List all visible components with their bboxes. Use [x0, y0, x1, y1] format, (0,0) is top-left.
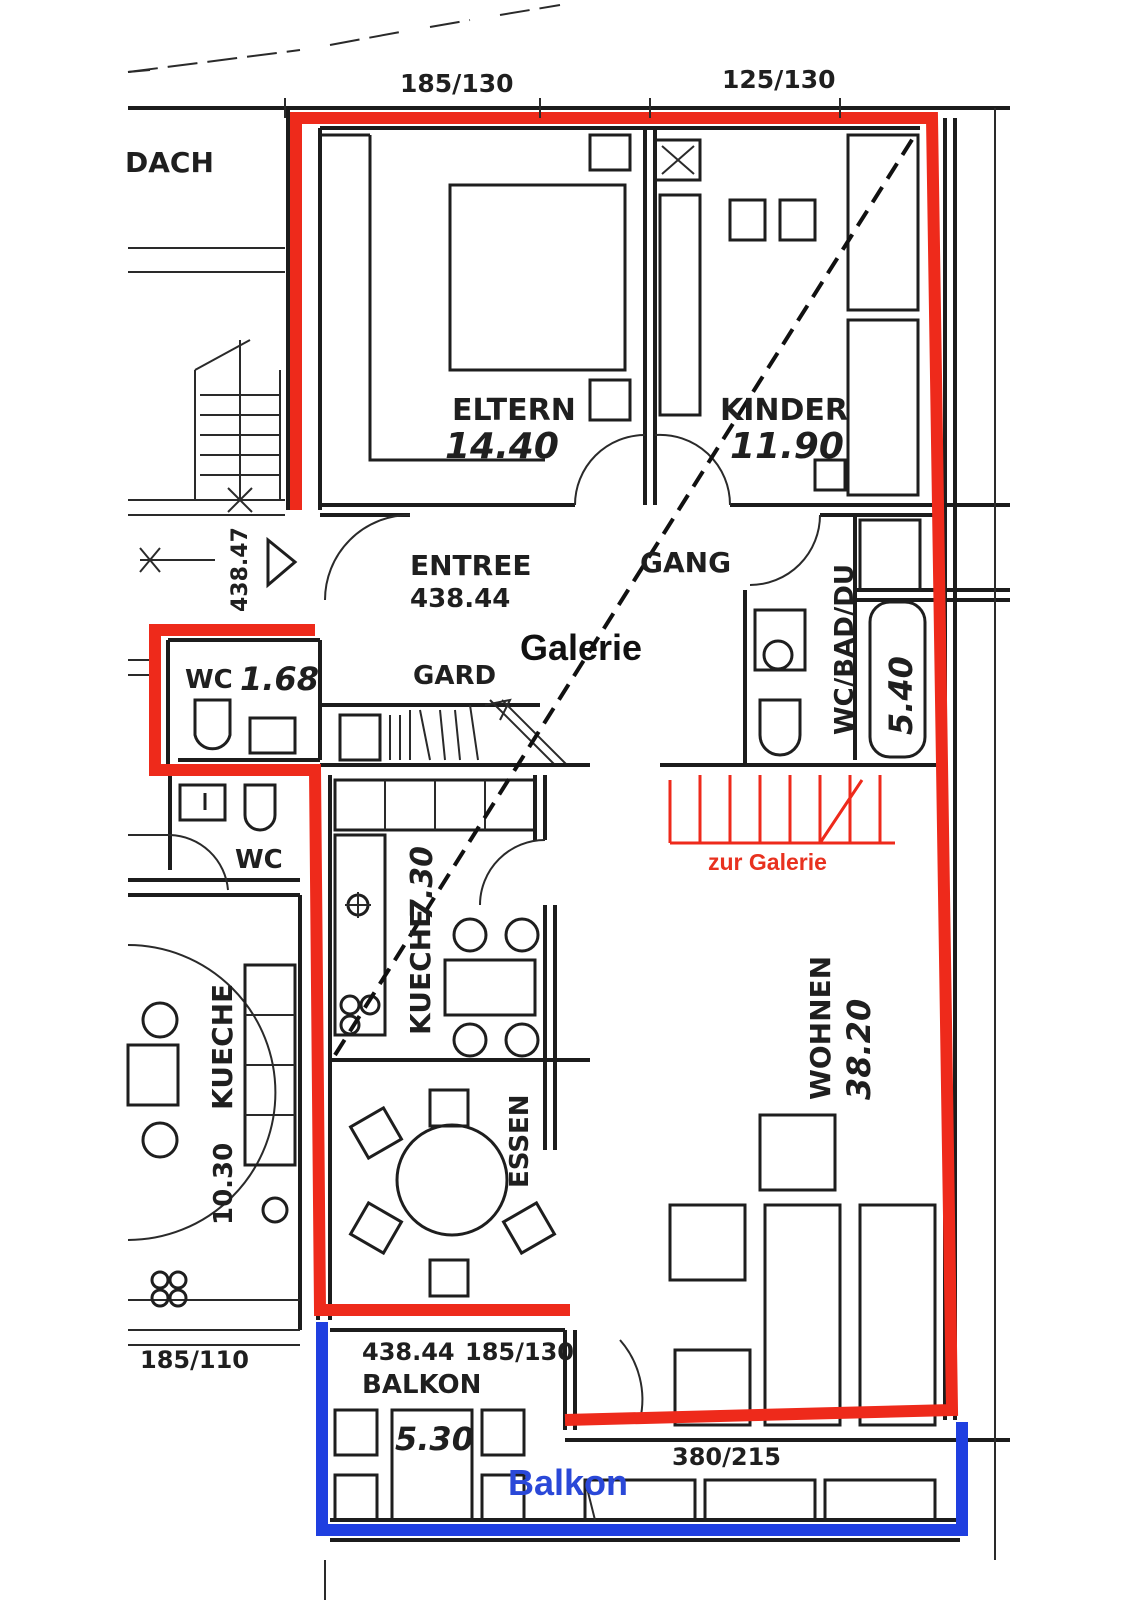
dim-balkon-b: 185/130 [465, 1338, 574, 1366]
sofa [858, 1203, 937, 1427]
label-kinder: KINDER [720, 393, 848, 428]
roof-lines [127, 4, 1010, 516]
furniture [126, 133, 937, 1522]
dining-table [395, 1123, 509, 1237]
dim-balkon-right: 380/215 [672, 1443, 781, 1471]
label-gard: GARD [413, 661, 496, 691]
doors [127, 433, 821, 1421]
labels: 185/130 125/130 DACH ELTERN 14.40 KINDER… [125, 65, 920, 1503]
dim-balkon-a: 438.44 [362, 1338, 455, 1366]
area-kueche-inner: 7.30 [405, 846, 440, 920]
label-wc-top: WC [185, 665, 233, 695]
chair-icon [428, 1088, 470, 1128]
armchair [758, 1113, 837, 1192]
annotation-galerie: Galerie [520, 627, 642, 668]
label-entree-code: 438.44 [410, 584, 510, 614]
stairwell [128, 339, 298, 676]
area-balkon: 5.30 [395, 1420, 474, 1458]
area-wc-bad-du: 5.40 [882, 656, 920, 735]
area-kueche-left: 10.30 [209, 1143, 239, 1225]
area-wohnen: 38.20 [840, 999, 878, 1100]
chair-icon [452, 917, 488, 953]
child-bed [658, 193, 702, 417]
outline-blue-balkon [316, 1322, 968, 1536]
galerie-diagonal [333, 133, 917, 1057]
annotation-zur-galerie: zur Galerie [708, 849, 827, 875]
table-icon [653, 138, 702, 182]
toilet-icon [243, 783, 277, 832]
toilet-icon [193, 698, 232, 751]
coffee-table [763, 1203, 842, 1427]
outline-red-lower [149, 624, 570, 1316]
double-bed [448, 183, 627, 372]
red-stair [668, 775, 895, 845]
dim-top-right: 125/130 [722, 65, 836, 94]
label-eltern: ELTERN [452, 393, 576, 428]
label-entree: ENTREE [410, 549, 531, 582]
label-wc-lower: WC [235, 845, 283, 875]
label-wohnen: WOHNEN [804, 956, 837, 1100]
label-gang: GANG [640, 546, 731, 579]
label-kueche-inner: KUECHE [404, 909, 437, 1035]
label-balkon: BALKON [362, 1370, 481, 1400]
label-dach: DACH [125, 146, 214, 179]
dimension-ticks [284, 98, 841, 118]
area-eltern: 14.40 [445, 426, 559, 467]
dim-top-left: 185/130 [400, 69, 514, 98]
outline-red-main [290, 112, 959, 1426]
area-kinder: 11.90 [730, 426, 844, 467]
label-wc-bad-du: WC/BAD/DU [830, 564, 860, 735]
bathtub-icon [868, 600, 927, 759]
table-icon [443, 958, 537, 1017]
toilet-icon [758, 698, 802, 757]
label-kueche-left: KUECHE [206, 984, 239, 1110]
balcony-table [390, 1408, 474, 1522]
dim-stair-vertical: 438.47 [228, 527, 253, 612]
area-wc-top: 1.68 [240, 660, 319, 698]
stair-arrow-icon [266, 536, 298, 589]
annotation-balkon: Balkon [508, 1462, 628, 1503]
dim-bottom-left: 185/110 [140, 1346, 249, 1374]
label-essen: ESSEN [505, 1094, 535, 1188]
